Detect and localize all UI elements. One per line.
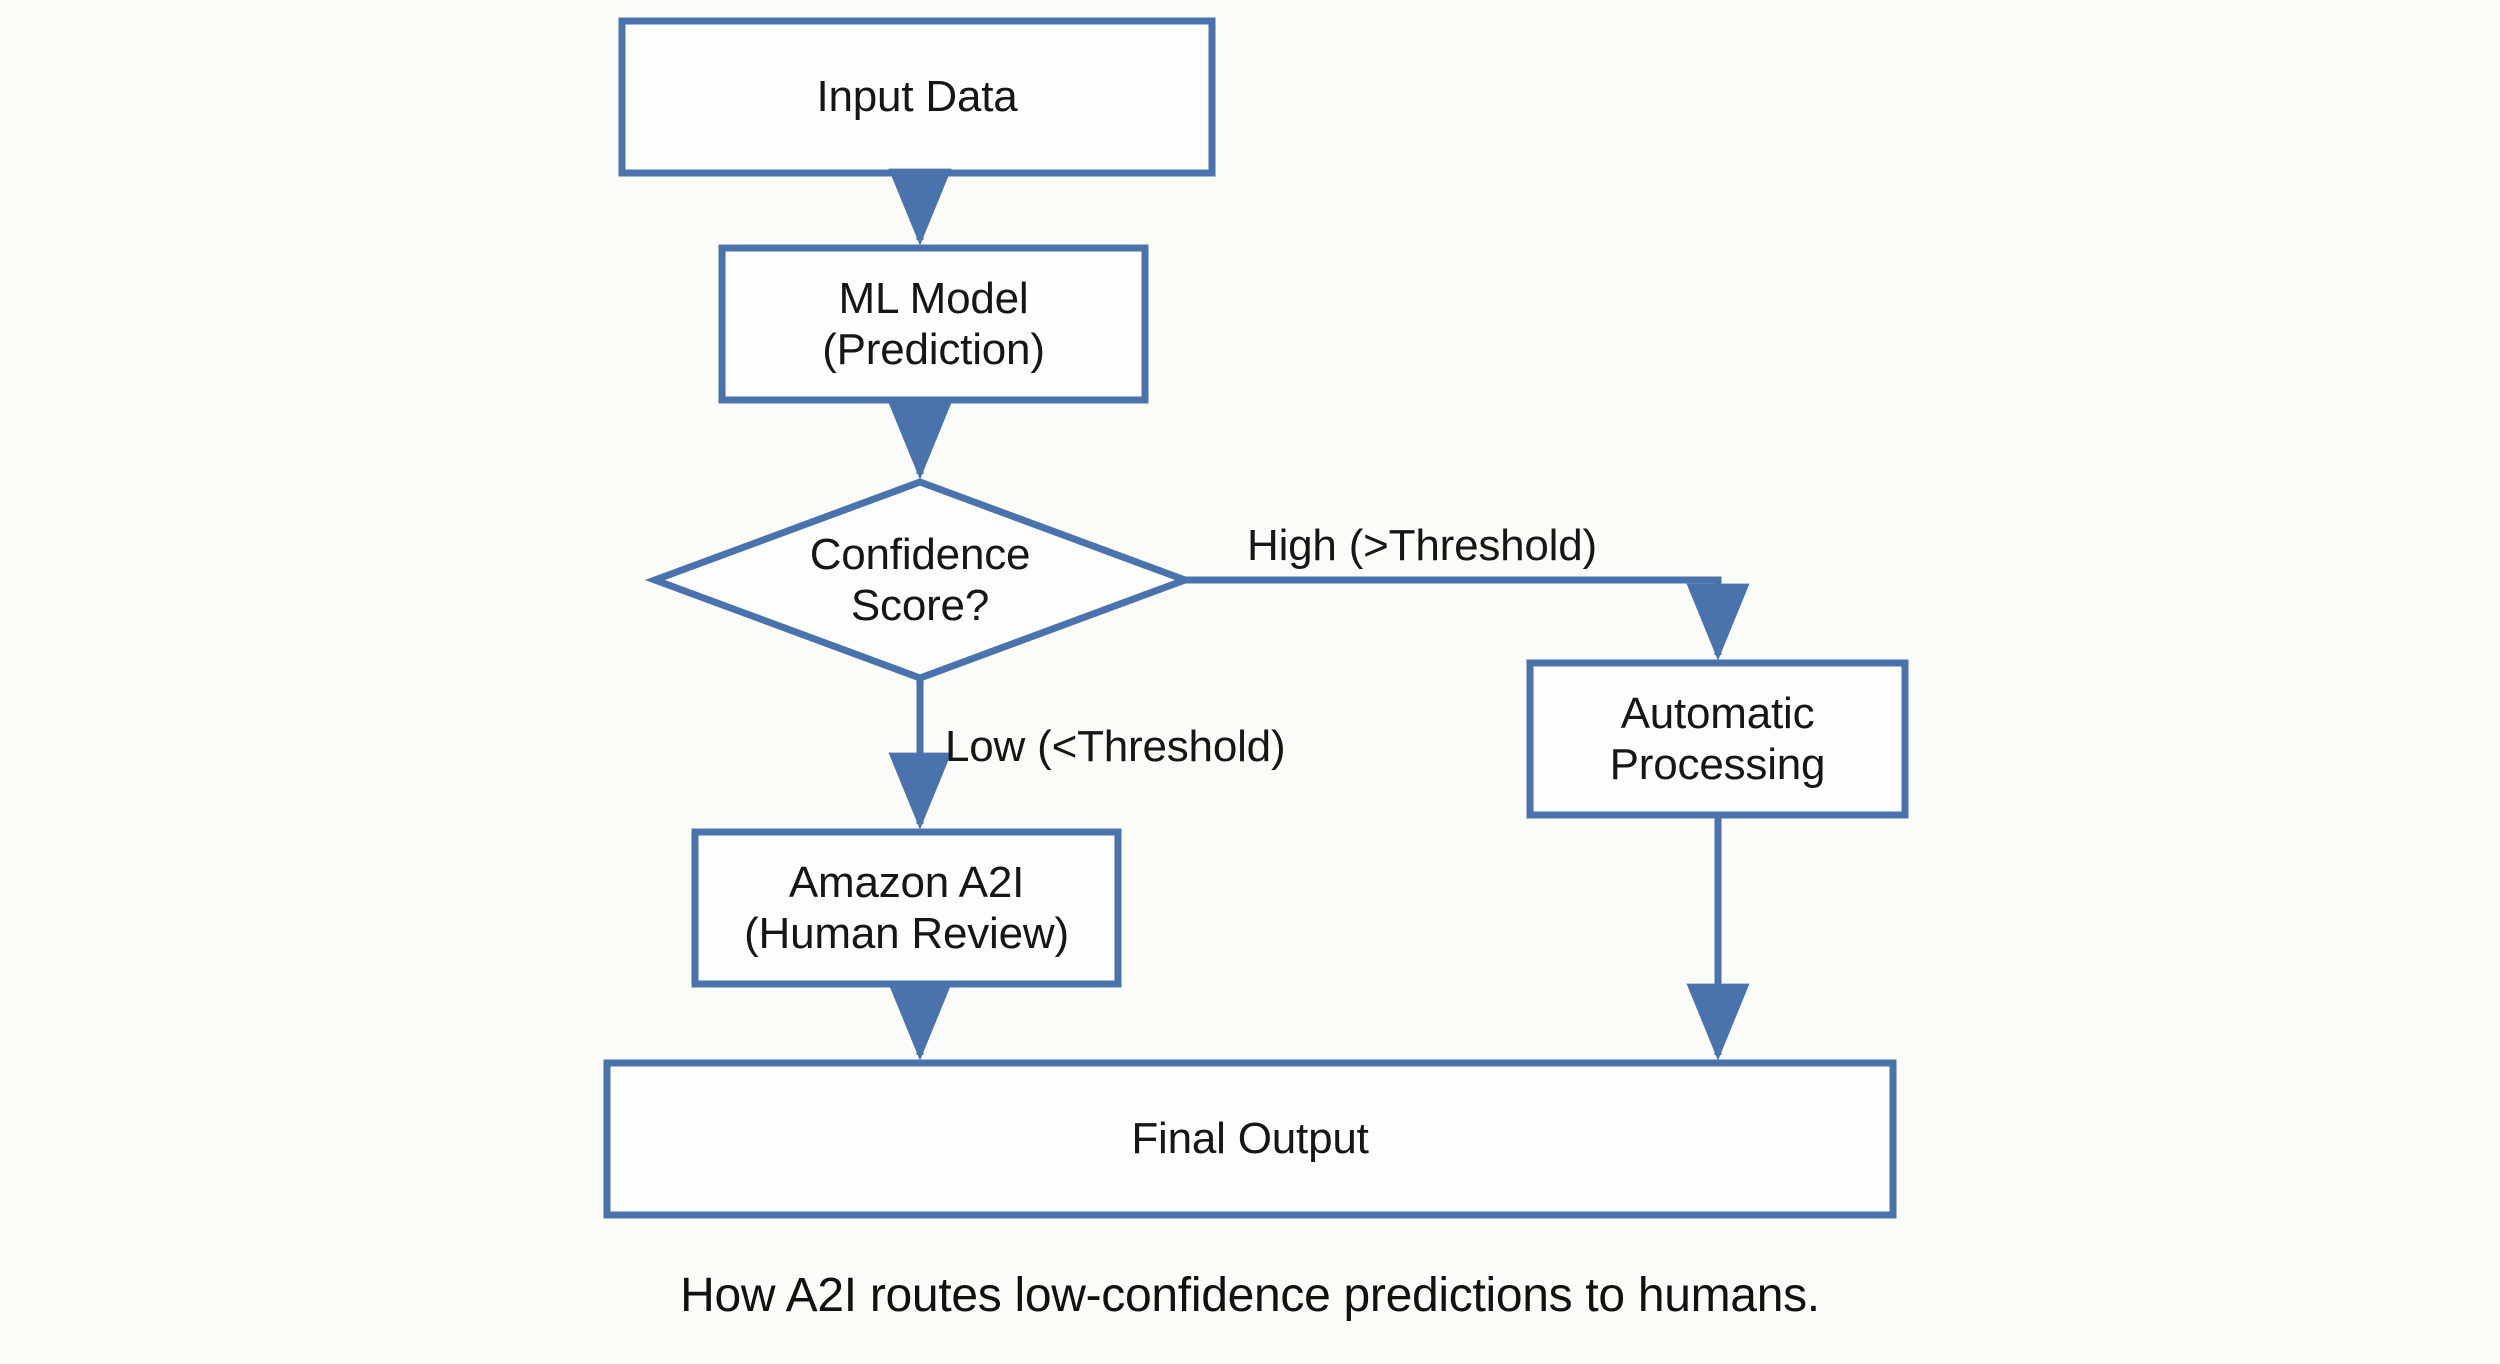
edge-decision-to-automatic	[1185, 576, 1750, 661]
edge-label-high-threshold: High (>Threshold)	[1247, 521, 1597, 570]
node-shape-final-output[interactable]	[603, 1059, 1897, 1219]
diagram-caption: How A2I routes low-confidence prediction…	[680, 1269, 1820, 1322]
edge-label-low-threshold: Low (<Threshold)	[945, 722, 1286, 771]
node-shape-confidence-score[interactable]	[644, 478, 1196, 682]
node-shape-ml-model[interactable]	[718, 244, 1149, 404]
node-shape-automatic-processing[interactable]	[1526, 659, 1909, 819]
node-shape-amazon-a2i[interactable]	[691, 828, 1122, 988]
node-shape-input-data[interactable]	[618, 17, 1216, 177]
